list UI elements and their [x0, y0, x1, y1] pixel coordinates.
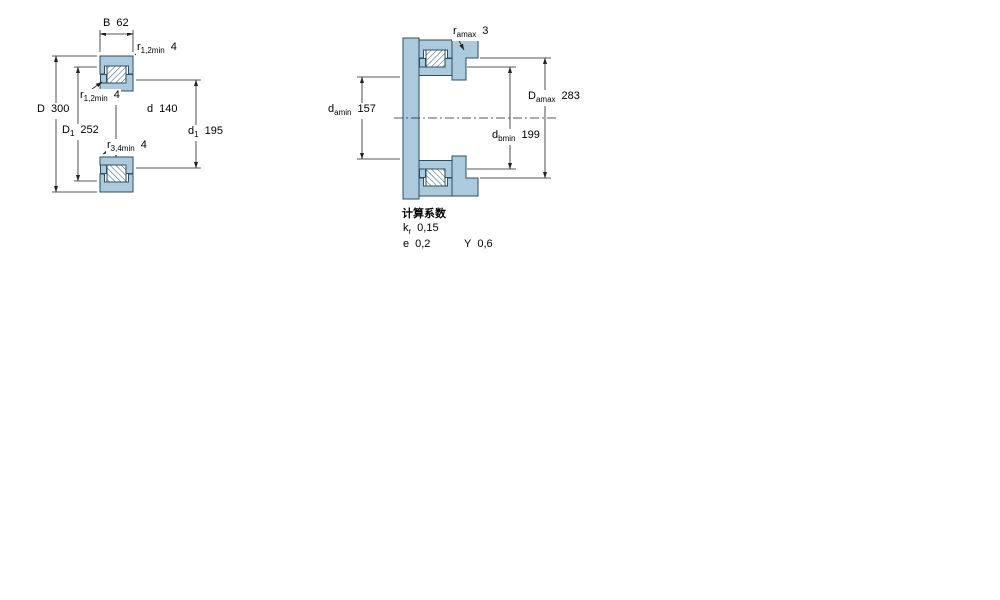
dim-value: 283 [561, 90, 580, 102]
dim-subscript: amin [334, 108, 352, 118]
mounted-bearing-section-top [418, 39, 453, 76]
dim-label-D1: D1 252 [61, 124, 100, 141]
dim-label-d1: d1 195 [187, 125, 224, 142]
calculation-factors-title: 计算系数 [402, 208, 446, 220]
dim-label-dbmin: dbmin 199 [491, 129, 541, 146]
flange-ring [419, 58, 426, 68]
dim-label-ramax: ramax 3 [452, 25, 490, 42]
dim-symbol: d [492, 129, 499, 141]
dim-symbol: D [37, 103, 45, 115]
shaft-abutment-shoulder [402, 37, 420, 200]
dim-value: 4 [170, 41, 177, 53]
left-diagram-cross-section [52, 30, 201, 193]
dim-symbol: d [328, 103, 335, 115]
factor-kr: kr 0,15 [402, 222, 440, 239]
dim-subscript: amax [456, 30, 477, 40]
dim-label-r34: r3,4min 4 [106, 139, 148, 156]
dim-value: 199 [521, 129, 540, 141]
dim-symbol: r [107, 139, 111, 151]
factor-e: e 0,2 [402, 238, 432, 255]
dim-label-r12-side: r1,2min 4 [79, 89, 121, 106]
dim-value: 62 [116, 17, 129, 29]
dim-subscript: amax [535, 95, 556, 105]
roller-hatched [106, 65, 127, 84]
dim-subscript: 1,2min [83, 94, 108, 104]
dim-value: 157 [357, 103, 376, 115]
dim-value: 252 [80, 124, 99, 136]
dim-label-damin: damin 157 [327, 103, 377, 120]
dim-subscript: 3,4min [110, 144, 135, 154]
factor-value: 0,2 [415, 238, 431, 250]
dim-symbol: d [147, 103, 154, 115]
dim-symbol: D [62, 124, 70, 136]
factor-subscript: r [408, 227, 412, 237]
dim-symbol: D [528, 90, 536, 102]
factor-symbol: k [403, 222, 409, 234]
dim-label-d: d 140 [146, 103, 179, 120]
dim-subscript: bmin [498, 134, 516, 144]
factor-value: 0,6 [477, 238, 493, 250]
dim-subscript: 1,2min [140, 46, 165, 56]
bearing-section-bottom [99, 156, 134, 193]
mounted-bearing-section-bottom [418, 160, 453, 197]
right-diagram-mounting [357, 36, 558, 200]
roller-hatched [425, 49, 446, 68]
factor-symbol: e [403, 238, 410, 250]
housing-shoulder-top [451, 39, 479, 81]
factor-value: 0,15 [417, 222, 439, 234]
dim-value: 300 [50, 103, 70, 115]
dim-value: 4 [113, 89, 120, 101]
dim-symbol: r [137, 41, 141, 53]
dim-label-B: B 62 [102, 17, 130, 34]
dim-subscript: 1 [69, 129, 75, 139]
housing-shoulder-bottom [451, 155, 479, 197]
dim-label-Damax: Damax 283 [527, 90, 581, 107]
flange-ring [100, 74, 107, 84]
dim-label-r12-top: r1,2min 4 [136, 41, 178, 58]
factor-symbol: Y [464, 238, 472, 250]
dim-value: 140 [159, 103, 178, 115]
dim-symbol: r [80, 89, 84, 101]
dim-symbol: d [188, 125, 195, 137]
dim-symbol: r [453, 25, 457, 37]
dim-symbol: B [103, 17, 111, 29]
factor-Y: Y 0,6 [463, 238, 494, 255]
dim-subscript: 1 [194, 130, 199, 140]
bearing-section-top [99, 55, 134, 92]
dim-value: 195 [204, 125, 223, 137]
dim-value: 3 [482, 25, 489, 37]
dim-label-D: D 300 [36, 103, 71, 120]
dim-value: 4 [140, 139, 147, 151]
